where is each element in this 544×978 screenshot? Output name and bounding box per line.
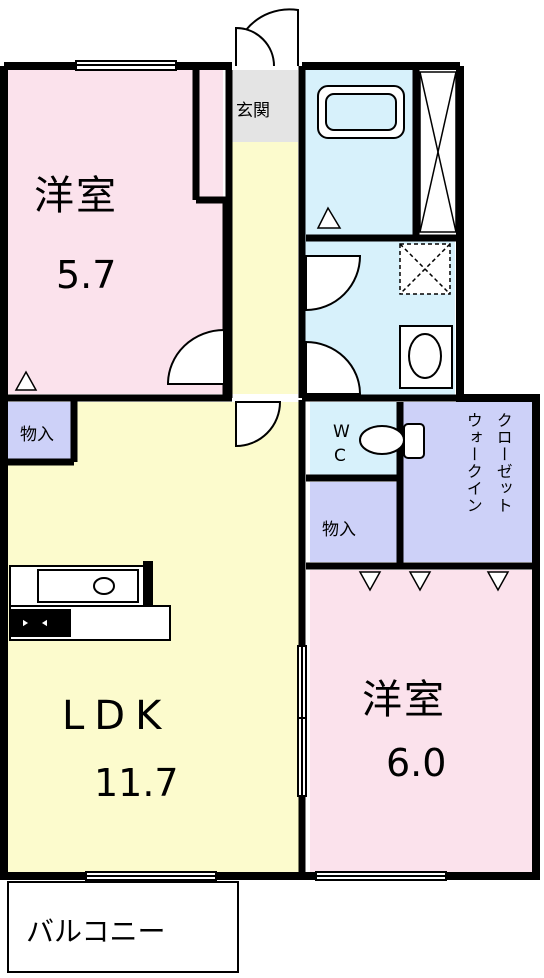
- closet-label-2: ウォークイン: [463, 412, 483, 514]
- bathtub: [317, 85, 405, 139]
- balcony-outline: [7, 881, 239, 973]
- hallway-area: [232, 142, 298, 394]
- wc-label-w: W: [333, 422, 350, 442]
- western-room-1-label: 洋室: [34, 173, 118, 219]
- shower-panel: [419, 71, 457, 233]
- kitchen-counter: [9, 561, 171, 641]
- washer-space: [399, 243, 451, 295]
- door-markers: [14, 206, 510, 592]
- western-room-2-size: 6.0: [386, 741, 447, 785]
- entrance-door: [232, 8, 299, 70]
- western-room-2-area: [310, 570, 532, 872]
- ldk-label: LDK: [62, 693, 172, 739]
- storage-1-area-top: [8, 402, 73, 460]
- western-room-1-area: [8, 70, 223, 394]
- sliding-door: [297, 645, 307, 797]
- closet-label-1: クローゼット: [493, 412, 513, 514]
- entrance-label: 玄関: [236, 101, 270, 121]
- western-room-1-size: 5.7: [56, 253, 117, 297]
- balcony-label: バルコニー: [26, 915, 166, 948]
- wc-label-c: C: [334, 446, 346, 466]
- toilet: [359, 423, 425, 459]
- storage-2-area: [310, 482, 398, 562]
- storage-1-label: 物入: [20, 425, 54, 445]
- windows: [75, 60, 447, 881]
- ldk-size: 11.7: [94, 761, 179, 805]
- storage-2-label: 物入: [322, 520, 356, 540]
- western-room-2-label: 洋室: [362, 677, 446, 723]
- wash-basin: [399, 325, 453, 389]
- door-swings: [166, 255, 362, 448]
- entrance-area: [232, 70, 298, 142]
- interior-walls: [4, 66, 540, 880]
